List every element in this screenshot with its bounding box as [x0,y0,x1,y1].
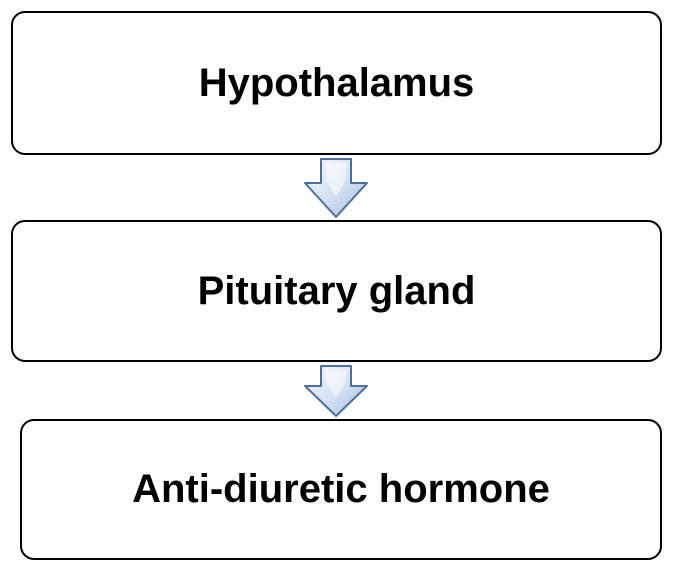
down-arrow-icon [304,158,368,218]
step-box-pituitary-gland: Pituitary gland [11,220,662,362]
down-arrow-icon [304,365,368,417]
step-box-hypothalamus: Hypothalamus [11,11,662,155]
step-box-anti-diuretic-hormone: Anti-diuretic hormone [20,419,662,560]
step-label: Anti-diuretic hormone [132,467,550,511]
step-label: Pituitary gland [197,268,476,313]
step-label: Hypothalamus [198,60,475,105]
